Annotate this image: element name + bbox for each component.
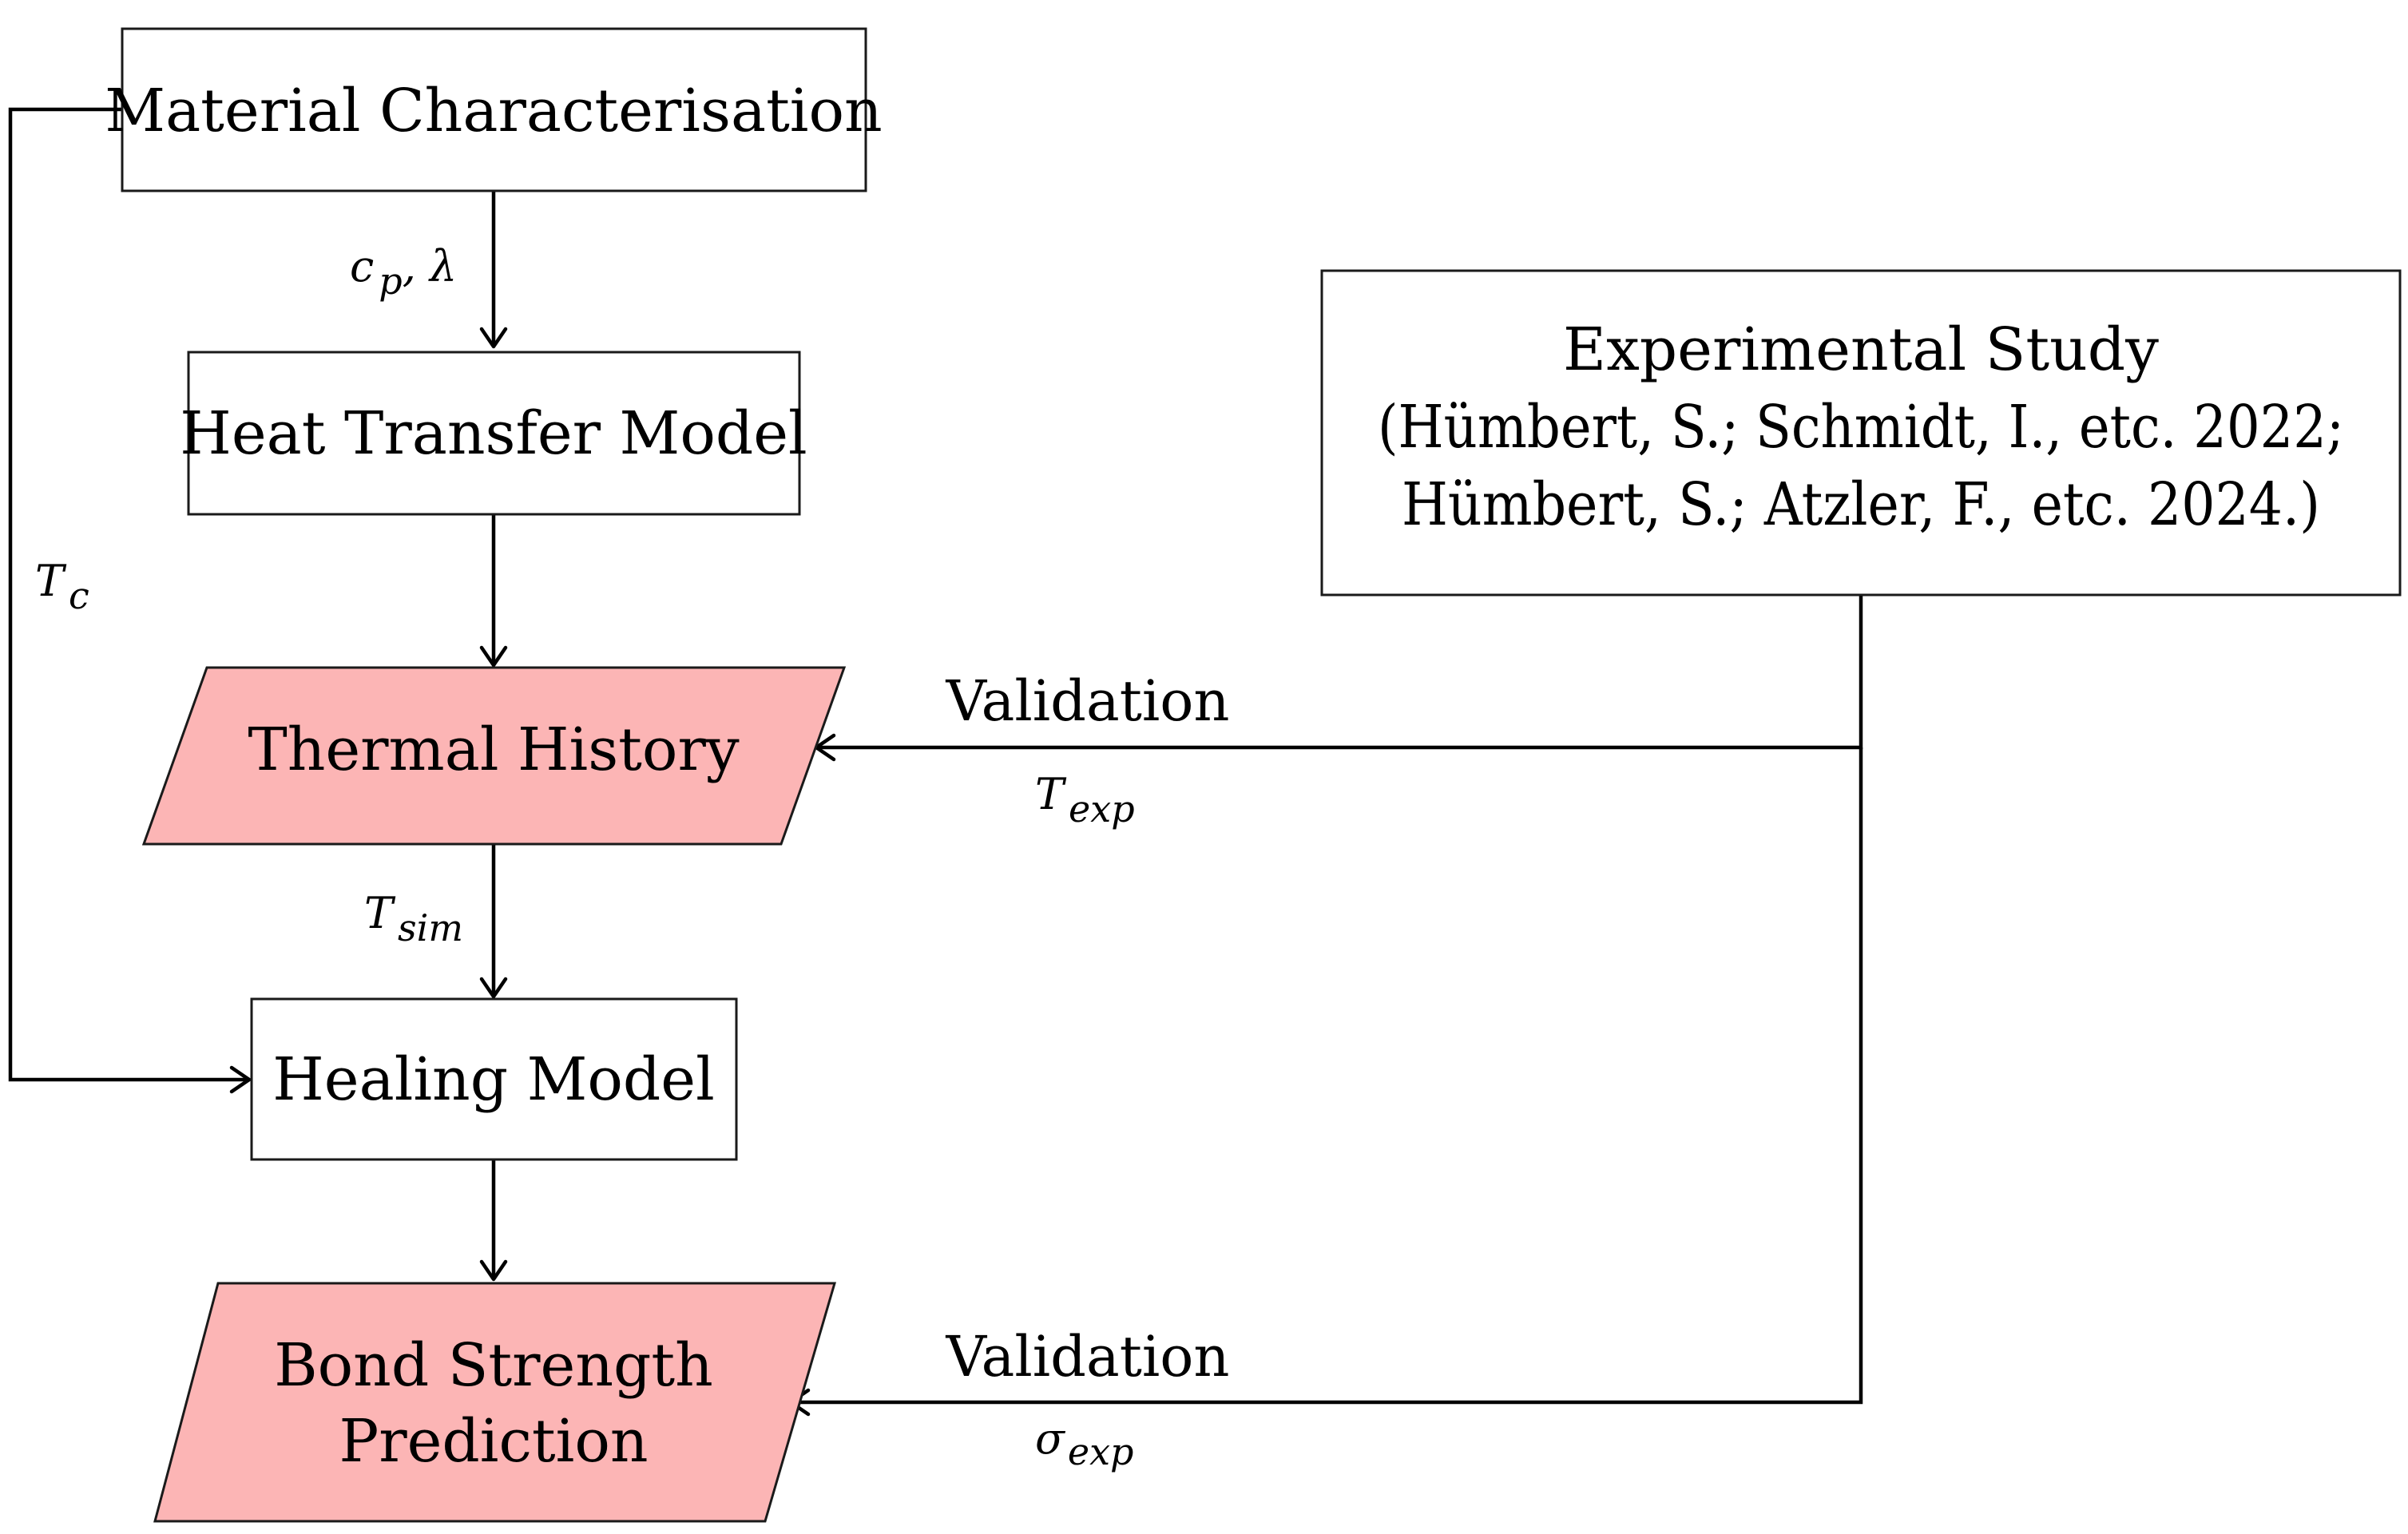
experimental-study-ref-2: Hümbert, S.; Atzler, F., etc. 2024.)	[1402, 470, 2320, 539]
bond-strength-shape	[153, 1282, 837, 1523]
edge-heat-to-thermal	[479, 515, 508, 668]
node-heat-transfer-model: Heat Transfer Model	[180, 351, 807, 516]
edge-thermal-to-healing	[479, 844, 508, 999]
edge-experimental-to-bond	[788, 747, 1863, 1417]
material-characterisation-label: Material Characterisation	[105, 77, 882, 145]
validation-label-bond: Validation	[946, 1324, 1230, 1389]
sigma-exp-label: σexp	[1035, 1413, 1134, 1473]
healing-model-label: Healing Model	[272, 1045, 714, 1114]
node-thermal-history: Thermal History	[141, 666, 847, 846]
node-experimental-study: Experimental Study (Hümbert, S.; Schmidt…	[1320, 269, 2402, 597]
experimental-study-title: Experimental Study	[1563, 315, 2159, 384]
thermal-history-shape	[141, 666, 847, 846]
bond-strength-label-line2: Prediction	[339, 1407, 648, 1476]
edge-healing-to-bond	[479, 1159, 508, 1282]
thermal-history-label: Thermal History	[248, 715, 740, 784]
experimental-study-ref-1: (Hümbert, S.; Schmidt, I., etc. 2022;	[1378, 393, 2344, 462]
bond-strength-label-line1: Bond Strength	[274, 1331, 713, 1400]
edge-material-to-healing	[8, 107, 252, 1094]
node-material-characterisation: Material Characterisation	[105, 27, 883, 192]
edge-material-to-heat	[479, 192, 508, 349]
node-bond-strength-prediction: Bond Strength Prediction	[153, 1282, 837, 1523]
heat-transfer-model-label: Heat Transfer Model	[180, 399, 807, 468]
node-healing-model: Healing Model	[250, 997, 738, 1161]
validation-label-thermal: Validation	[946, 668, 1230, 734]
